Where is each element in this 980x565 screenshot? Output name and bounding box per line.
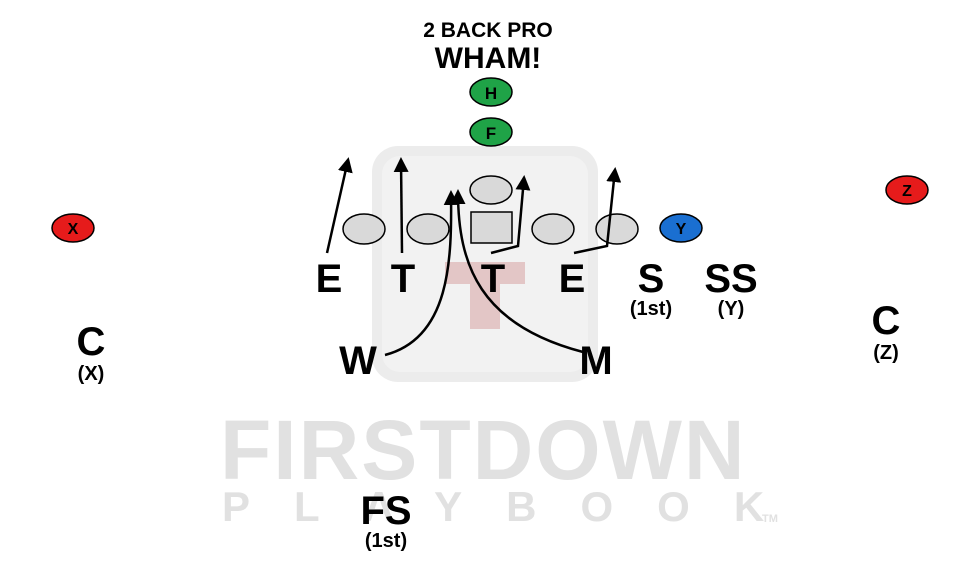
lineman-right-guard	[531, 213, 575, 245]
back-h-label: H	[485, 84, 497, 103]
watermark-playbook: PLAYBOOK	[222, 483, 809, 530]
def-sam: S	[637, 257, 665, 301]
def-will: W	[339, 339, 377, 383]
route-right-guard	[573, 167, 622, 255]
lineman-left-guard	[406, 213, 450, 245]
receiver-x-label: X	[68, 221, 79, 238]
def-corner-left-assignment: (X)	[77, 363, 105, 385]
play-title: WHAM!	[434, 42, 542, 75]
def-corner-left: C	[76, 320, 106, 364]
formation-title: 2 BACK PRO	[423, 19, 553, 42]
watermark-badge-mark	[445, 262, 525, 284]
def-end-left: E	[315, 257, 343, 301]
receiver-x	[51, 213, 95, 243]
def-mike: M	[579, 339, 613, 383]
def-corner-right-assignment: (Z)	[873, 342, 899, 364]
watermark-tm: TM	[762, 513, 778, 525]
tight-end-y-label: Y	[676, 221, 687, 238]
def-corner-right: C	[871, 299, 901, 343]
def-tackle-right: T	[480, 257, 506, 301]
lineman-center	[470, 211, 513, 244]
lineman-right-tackle	[595, 213, 639, 245]
def-free-safety-assignment: (1st)	[364, 530, 408, 552]
receiver-z-label: Z	[902, 183, 912, 200]
route-center	[490, 175, 531, 255]
back-f	[469, 117, 513, 147]
def-tackle-left: T	[390, 257, 416, 301]
receiver-z	[885, 175, 929, 205]
watermark-firstdown: FIRSTDOWN	[220, 403, 747, 497]
def-end-right: E	[558, 257, 586, 301]
route-will	[384, 190, 459, 357]
route-mike	[450, 189, 584, 354]
def-strong-safety-assignment: (Y)	[717, 298, 745, 320]
back-f-label: F	[486, 124, 496, 143]
lineman-left-tackle	[342, 213, 386, 245]
quarterback	[469, 175, 513, 205]
route-left-guard	[393, 157, 409, 254]
def-strong-safety: SS	[704, 257, 758, 301]
route-left-tackle	[325, 157, 353, 254]
tight-end-y	[659, 213, 703, 243]
def-free-safety: FS	[360, 489, 412, 533]
back-h	[469, 77, 513, 107]
def-sam-assignment: (1st)	[629, 298, 673, 320]
